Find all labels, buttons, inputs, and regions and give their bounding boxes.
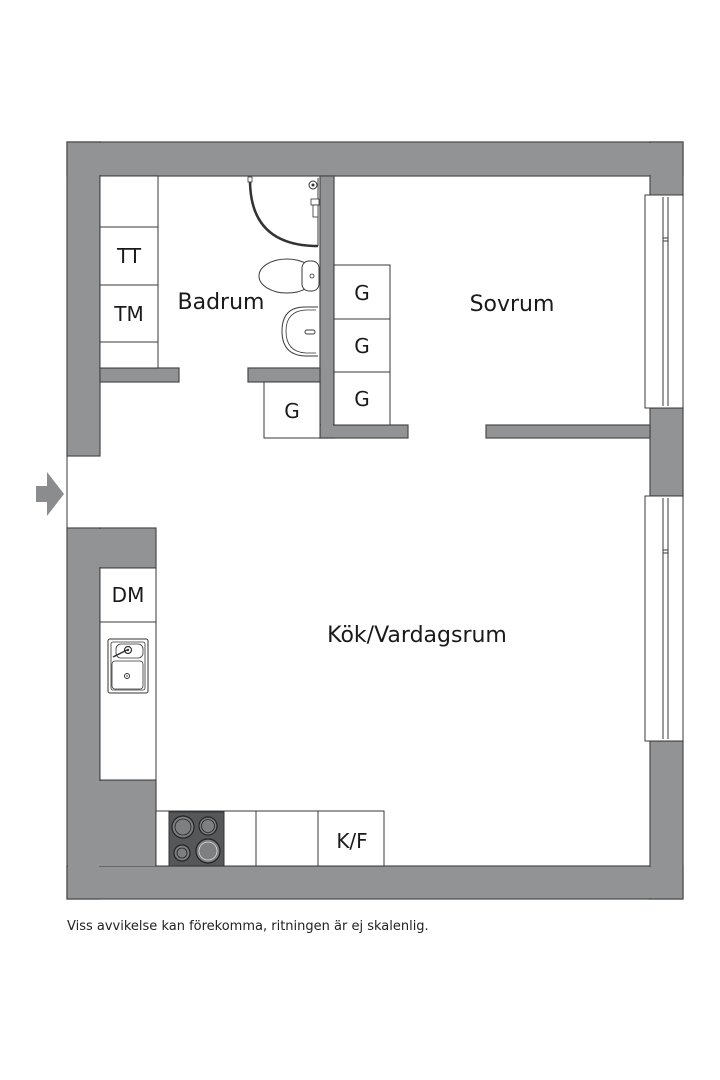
inner-walls xyxy=(99,175,651,439)
dishwasher-label: DM xyxy=(112,583,145,607)
shower-icon xyxy=(247,176,320,248)
closet-label: G xyxy=(354,334,370,358)
window-icon xyxy=(644,495,684,742)
toilet-icon xyxy=(258,258,320,294)
washing-machine-label: TM xyxy=(113,302,143,326)
closet-hall xyxy=(263,381,321,439)
entrance-arrow-icon xyxy=(36,472,64,516)
bedroom-closets xyxy=(333,264,391,426)
washbasin-icon xyxy=(281,306,318,357)
closet-label: G xyxy=(284,399,300,423)
room-label-kok-vardagsrum: Kök/Vardagsrum xyxy=(327,623,507,648)
room-label-sovrum: Sovrum xyxy=(470,292,555,317)
tumble-dryer-label: TT xyxy=(116,244,142,268)
fridge-freezer-label: K/F xyxy=(336,829,367,853)
closet-label: G xyxy=(354,387,370,411)
window-icon xyxy=(644,194,684,409)
closet-label: G xyxy=(354,281,370,305)
outer-walls xyxy=(66,141,684,900)
sink-icon xyxy=(107,638,149,694)
laundry-cabinet-column xyxy=(99,175,159,369)
stove-icon xyxy=(168,811,225,867)
room-label-badrum: Badrum xyxy=(178,290,265,315)
disclaimer-text: Viss avvikelse kan förekomma, ritningen … xyxy=(67,919,429,934)
